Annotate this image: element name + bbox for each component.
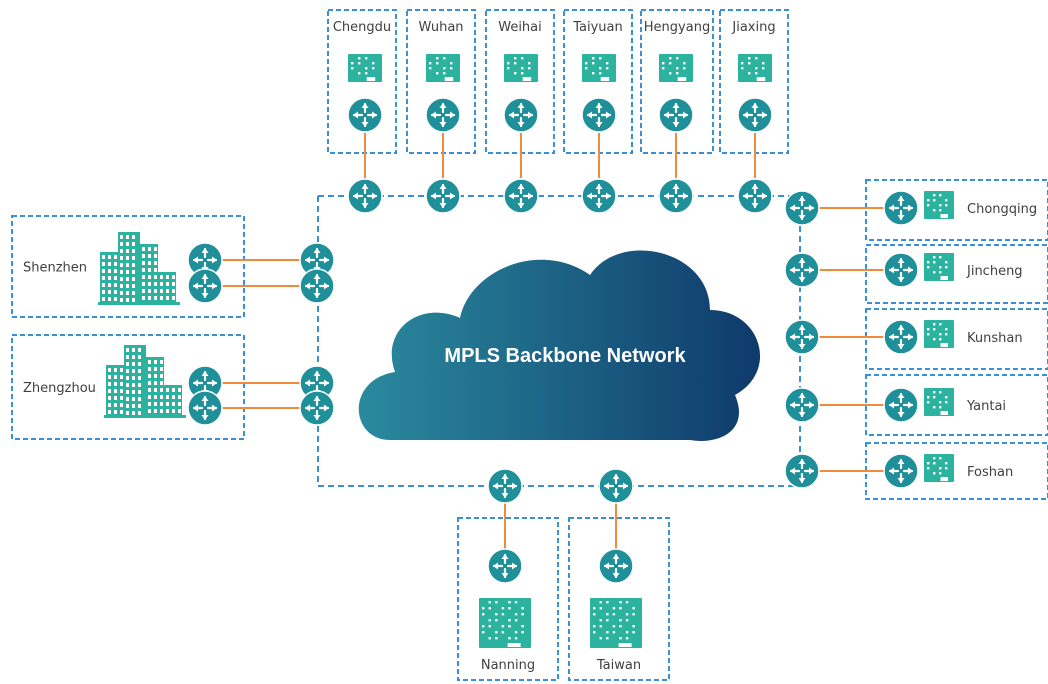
site-label-nanning: Nanning <box>481 658 535 673</box>
backbone-router-icon-foshan <box>784 453 820 489</box>
backbone-router-icon-zhengzhou-b <box>299 390 335 426</box>
site-label-kunshan: Kunshan <box>967 331 1023 346</box>
site-label-yantai: Yantai <box>966 399 1006 414</box>
backbone-router-icon-hengyang <box>658 178 694 214</box>
router-icon-nanning <box>487 548 523 584</box>
backbone-router-icon-chongqing <box>784 190 820 226</box>
building-icon-taiwan <box>590 598 642 648</box>
site-box-chongqing <box>865 179 1048 241</box>
site-box-jincheng <box>865 244 1048 304</box>
site-label-taiwan: Taiwan <box>596 658 641 673</box>
site-box-nanning <box>457 517 559 681</box>
building-icon-hengyang <box>659 54 693 82</box>
site-label-wuhan: Wuhan <box>418 20 463 35</box>
backbone-router-icon-shenzhen-a <box>299 242 335 278</box>
backbone-router-icon-yantai <box>784 387 820 423</box>
router-icon-jincheng <box>883 252 919 288</box>
backbone-router-icon-weihai <box>503 178 539 214</box>
building-icon-jiaxing <box>738 54 772 82</box>
backbone-router-icon-jincheng <box>784 252 820 288</box>
router-icon-hengyang <box>658 97 694 133</box>
mpls-cloud: MPLS Backbone Network <box>358 250 761 441</box>
router-icon-taiwan <box>598 548 634 584</box>
router-icon-foshan <box>883 453 919 489</box>
building-icon-zhengzhou <box>104 345 186 418</box>
site-label-jincheng: Jincheng <box>966 264 1023 279</box>
router-icon-zhengzhou-a <box>187 365 223 401</box>
building-icon-foshan <box>924 454 954 482</box>
backbone-router-icon-nanning <box>487 468 523 504</box>
building-icon-yantai <box>924 388 954 416</box>
site-label-weihai: Weihai <box>498 20 542 35</box>
backbone-router-icon-kunshan <box>784 319 820 355</box>
site-label-chengdu: Chengdu <box>333 20 391 35</box>
backbone-router-icon-taiyuan <box>581 178 617 214</box>
backbone-router-icon-chengdu <box>347 178 383 214</box>
site-box-wuhan <box>406 9 476 154</box>
site-box-shenzhen <box>11 215 245 318</box>
router-icon-taiyuan <box>581 97 617 133</box>
site-label-shenzhen: Shenzhen <box>23 261 87 276</box>
building-icon-chengdu <box>348 54 382 82</box>
site-box-taiwan <box>568 517 670 681</box>
backbone-router-icon-taiwan <box>598 468 634 504</box>
router-icon-yantai <box>883 387 919 423</box>
router-icon-weihai <box>503 97 539 133</box>
site-label-taiyuan: Taiyuan <box>572 20 623 35</box>
building-icon-weihai <box>504 54 538 82</box>
cloud-shape <box>358 250 761 441</box>
site-box-zhengzhou <box>11 334 245 440</box>
site-label-chongqing: Chongqing <box>967 202 1037 217</box>
router-icon-chengdu <box>347 97 383 133</box>
router-icon-shenzhen-b <box>187 268 223 304</box>
router-icon-shenzhen-a <box>187 242 223 278</box>
building-icon-nanning <box>479 598 531 648</box>
building-icon-jincheng <box>924 253 954 281</box>
building-icon-taiyuan <box>582 54 616 82</box>
router-icon-jiaxing <box>737 97 773 133</box>
backbone-router-icon-shenzhen-b <box>299 268 335 304</box>
cloud-title: MPLS Backbone Network <box>444 345 686 367</box>
site-label-hengyang: Hengyang <box>644 20 710 35</box>
building-icon-shenzhen <box>98 232 180 305</box>
building-icon-wuhan <box>426 54 460 82</box>
site-box-chengdu <box>327 9 397 154</box>
building-icon-kunshan <box>924 320 954 348</box>
router-icon-chongqing <box>883 190 919 226</box>
backbone-router-icon-wuhan <box>425 178 461 214</box>
router-icon-zhengzhou-b <box>187 390 223 426</box>
site-label-zhengzhou: Zhengzhou <box>23 381 96 396</box>
site-box-yantai <box>865 374 1048 436</box>
router-icon-wuhan <box>425 97 461 133</box>
site-box-kunshan <box>865 308 1048 370</box>
site-label-foshan: Foshan <box>967 465 1013 480</box>
building-icon-chongqing <box>924 191 954 219</box>
router-icon-kunshan <box>883 319 919 355</box>
backbone-router-icon-jiaxing <box>737 178 773 214</box>
site-label-jiaxing: Jiaxing <box>731 20 775 35</box>
